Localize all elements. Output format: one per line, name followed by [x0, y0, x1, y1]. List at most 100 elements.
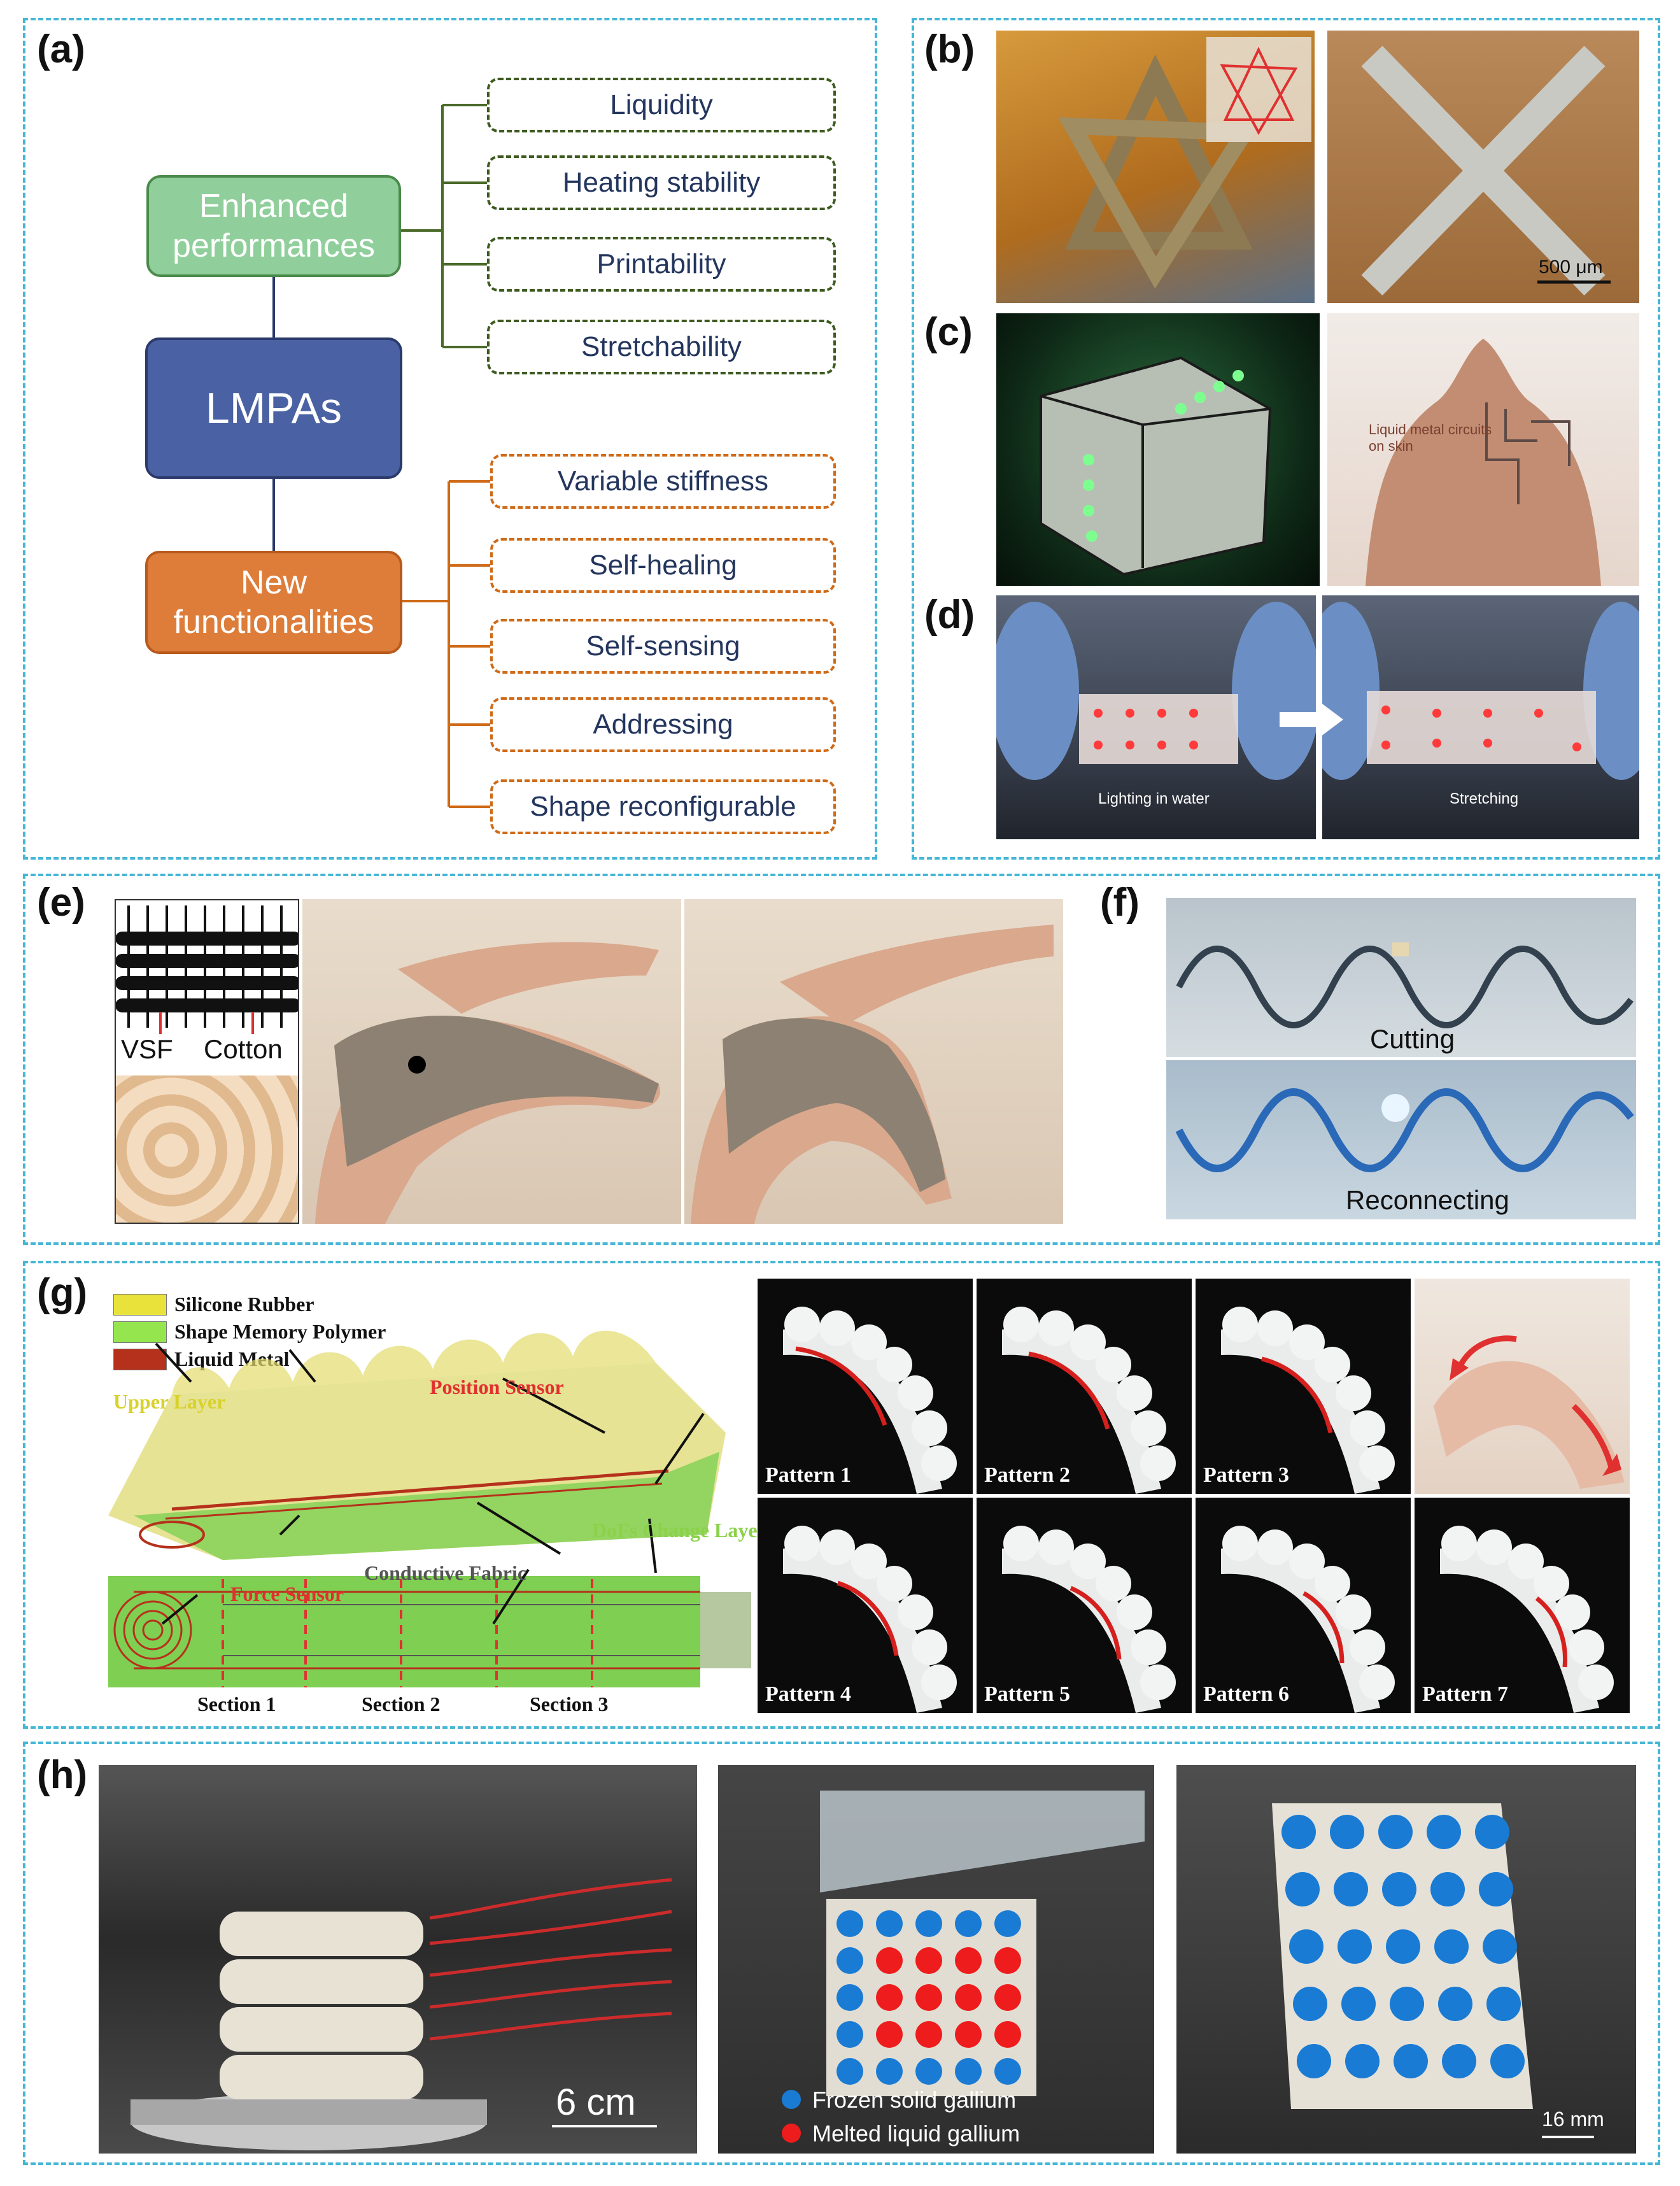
- printed-lattice-photo: [996, 31, 1315, 303]
- leaf-liquidity: Liquidity: [487, 78, 836, 132]
- vsf-label: VSF: [121, 1034, 173, 1064]
- panel-label-c: (c): [924, 310, 973, 354]
- frozen-legend-dot: [782, 2090, 801, 2109]
- frozen-gallium-dot: [1285, 1872, 1320, 1906]
- melted-gallium-dot: [915, 1947, 942, 1974]
- melted-legend-dot: [782, 2124, 801, 2143]
- frozen-gallium-dot: [1297, 2044, 1331, 2078]
- pattern-tile-6: Pattern 6: [1196, 1498, 1411, 1713]
- enhanced-performances-label: Enhanced performances: [173, 187, 375, 264]
- frozen-gallium-dot: [1427, 1815, 1461, 1849]
- panel-label-e: (e): [37, 881, 85, 925]
- frozen-gallium-dot: [915, 2058, 942, 2085]
- actuator-shape-2: [1002, 1307, 1176, 1494]
- cube-robot-graphic: [131, 1878, 672, 2150]
- panel-h: [23, 1742, 1660, 2165]
- gallium-dot-grid-sheared: [1281, 1810, 1536, 2109]
- pattern-tile-4: Pattern 4: [758, 1498, 973, 1713]
- actuator-shape-5: [1002, 1526, 1176, 1713]
- melted-gallium-dot: [876, 1947, 903, 1974]
- section-1-label: Section 1: [197, 1693, 276, 1715]
- frozen-gallium-dot: [1475, 1815, 1509, 1849]
- pattern-tile-2: Pattern 2: [977, 1279, 1192, 1494]
- frozen-gallium-dot: [994, 1910, 1021, 1937]
- enhanced-performances-node: Enhanced performances: [146, 175, 401, 277]
- melted-gallium-dot: [994, 2021, 1021, 2048]
- melted-gallium-dot: [994, 1984, 1021, 2011]
- torso-graphic: [1366, 339, 1601, 586]
- melted-legend-label: Melted liquid gallium: [812, 2120, 1020, 2147]
- force-sensor-label: Force Sensor: [230, 1582, 344, 1605]
- melted-gallium-dot: [915, 1984, 942, 2011]
- pattern-label-5: Pattern 5: [984, 1682, 1071, 1706]
- pattern-tile-1: Pattern 1: [758, 1279, 973, 1494]
- cutting-photo: Cutting: [1166, 898, 1636, 1057]
- leaf-self-healing: Self-healing: [490, 538, 836, 593]
- frozen-gallium-dot: [1293, 1987, 1327, 2021]
- gloved-hands-right: [1322, 602, 1639, 780]
- pattern-label-3: Pattern 3: [1203, 1463, 1290, 1487]
- frozen-gallium-dot: [1338, 1929, 1372, 1964]
- led-cube-graphic: [1040, 356, 1272, 576]
- frozen-gallium-dot: [1438, 1987, 1472, 2021]
- actuator-shape-6: [1221, 1526, 1395, 1713]
- frozen-gallium-dot: [876, 1910, 903, 1937]
- weave-schematic: VSF Cotton: [115, 899, 299, 1224]
- conductive-fabric-label: Conductive Fabric: [364, 1561, 527, 1584]
- finger-sleeve-graphic-2: [691, 925, 1054, 1224]
- pattern-label-2: Pattern 2: [984, 1463, 1071, 1487]
- panel-ef: [23, 874, 1660, 1245]
- actuator-shape-3: [1221, 1307, 1395, 1494]
- leaf-heating-stability: Heating stability: [487, 155, 836, 210]
- frozen-gallium-dot: [1483, 1929, 1517, 1964]
- frozen-gallium-dot: [915, 1910, 942, 1937]
- skin-circuit-photo: Liquid metal circuits on skin: [1327, 313, 1639, 586]
- frozen-gallium-dot: [1490, 2044, 1525, 2078]
- reconnected-circuit-graphic: [1175, 1088, 1634, 1172]
- panel-a: [23, 18, 877, 860]
- cut-circuit-graphic: [1176, 942, 1634, 1028]
- leaf-shape-reconfigurable: Shape reconfigurable: [490, 779, 836, 834]
- actuator-shape-7: [1440, 1526, 1614, 1713]
- arrow-icon: [1280, 700, 1343, 739]
- lmpas-node: LMPAs: [145, 337, 402, 479]
- lighting-in-water-caption: Lighting in water: [1098, 790, 1210, 807]
- frozen-gallium-dot: [836, 1947, 863, 1974]
- frozen-gallium-dot: [836, 1910, 863, 1937]
- panel-label-h: (h): [37, 1753, 88, 1797]
- melted-gallium-dot: [876, 2021, 903, 2048]
- frozen-gallium-dot: [1345, 2044, 1380, 2078]
- scale-label-6cm: 6 cm: [556, 2082, 636, 2123]
- cutting-label: Cutting: [1370, 1024, 1455, 1054]
- melted-gallium-dot: [955, 1984, 982, 2011]
- pattern-grid: Pattern 1 Pattern 2 Pattern 3 Pattern 4 Patt…: [758, 1279, 1636, 1718]
- panel-a-connectors: [272, 104, 490, 808]
- frozen-gallium-dot: [1382, 1872, 1416, 1906]
- frozen-gallium-dot: [1486, 1987, 1521, 2021]
- pattern-label-7: Pattern 7: [1422, 1682, 1509, 1706]
- soft-actuator-schematic: [108, 1330, 751, 1687]
- lighting-in-water-photo: Lighting in water: [996, 595, 1316, 839]
- frozen-gallium-dot: [1334, 1872, 1368, 1906]
- human-finger-photo: [1415, 1279, 1630, 1494]
- reconnecting-label: Reconnecting: [1346, 1185, 1509, 1215]
- skin-circuit-caption: Liquid metal circuits on skin: [1369, 422, 1492, 455]
- pattern-tile-5: Pattern 5: [977, 1498, 1192, 1713]
- frozen-gallium-dot: [876, 2058, 903, 2085]
- frozen-gallium-dot: [1394, 2044, 1428, 2078]
- legend-liquid-metal: [113, 1349, 167, 1370]
- panel-label-d: (d): [924, 593, 975, 637]
- x-pattern-graphic: [1361, 45, 1611, 296]
- frozen-gallium-dot: [1378, 1815, 1413, 1849]
- melted-gallium-dot: [876, 1984, 903, 2011]
- frozen-gallium-dot: [1386, 1929, 1420, 1964]
- scale-bar-6cm: [552, 2125, 657, 2127]
- finger-bend-graphic: [1434, 1335, 1625, 1489]
- reconnecting-photo: Reconnecting: [1166, 1060, 1636, 1219]
- actuator-shape-1: [783, 1307, 957, 1494]
- stretching-caption: Stretching: [1450, 790, 1519, 807]
- pattern-tile-7: Pattern 7: [1415, 1498, 1630, 1713]
- printed-x-pattern-photo: 500 μm: [1327, 31, 1639, 303]
- knit-closeup: [116, 1075, 298, 1223]
- scale-bar-16mm: [1542, 2136, 1594, 2138]
